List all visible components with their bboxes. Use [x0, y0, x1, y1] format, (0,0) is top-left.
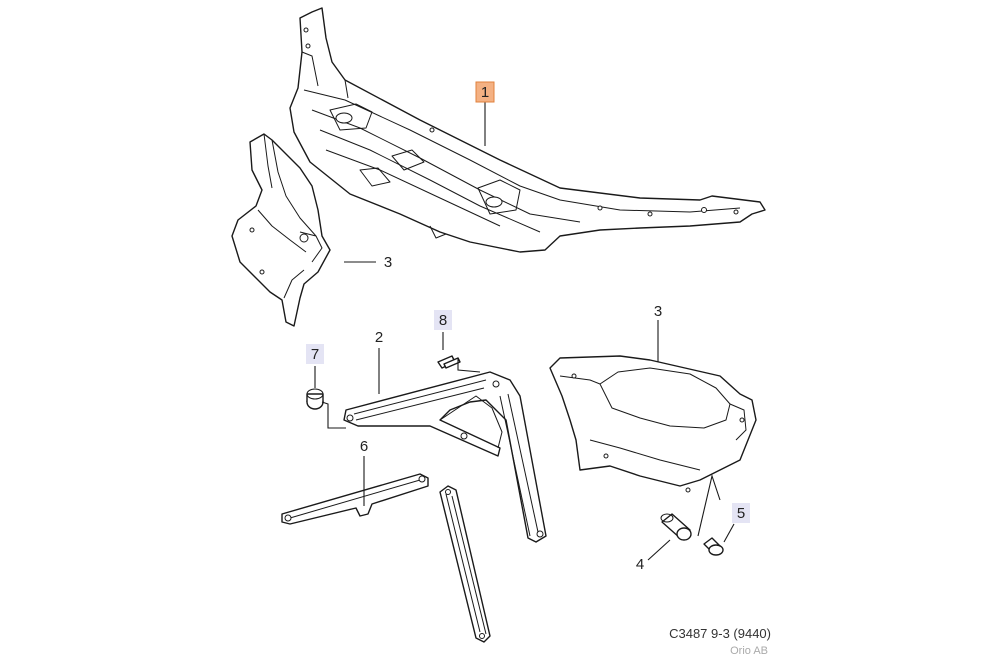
callout-8-box	[434, 310, 452, 330]
support-frame-part	[343, 371, 547, 543]
sleeve-part	[660, 513, 692, 541]
diagram-caption: C3487 9-3 (9440)	[669, 626, 771, 641]
lower-brace-horizontal-part	[281, 473, 429, 525]
callout-3-left: 3	[384, 254, 392, 271]
bolt-part	[437, 355, 461, 369]
callout-6-label: 6	[360, 438, 368, 455]
callout-1-label: 1	[481, 84, 489, 101]
lower-brace-vertical-part	[439, 485, 491, 643]
upper-cross-member-part	[289, 7, 766, 253]
callout-3-right-label: 3	[654, 303, 662, 320]
copyright-text: Orio AB	[730, 645, 768, 657]
bushing-part	[306, 388, 324, 410]
leader-lines	[314, 102, 735, 561]
callout-2: 2	[375, 329, 383, 346]
callout-7: 7	[306, 344, 324, 364]
callout-3-left-label: 3	[384, 254, 392, 271]
right-air-duct-part	[549, 355, 757, 493]
callout-1-box	[475, 81, 495, 103]
callout-1: 1	[475, 81, 495, 103]
callout-7-label: 7	[311, 346, 319, 363]
callout-2-label: 2	[375, 329, 383, 346]
callout-5-label: 5	[737, 505, 745, 522]
screw-part	[703, 537, 724, 556]
callout-8-label: 8	[439, 312, 447, 329]
callout-5: 5	[732, 503, 750, 523]
callout-4: 4	[636, 556, 644, 573]
left-side-bracket-part	[231, 133, 331, 327]
callout-4-label: 4	[636, 556, 644, 573]
callout-6: 6	[360, 438, 368, 455]
callout-5-box	[732, 503, 750, 523]
callout-7-box	[306, 344, 324, 364]
callout-3-right: 3	[654, 303, 662, 320]
callout-8: 8	[434, 310, 452, 330]
